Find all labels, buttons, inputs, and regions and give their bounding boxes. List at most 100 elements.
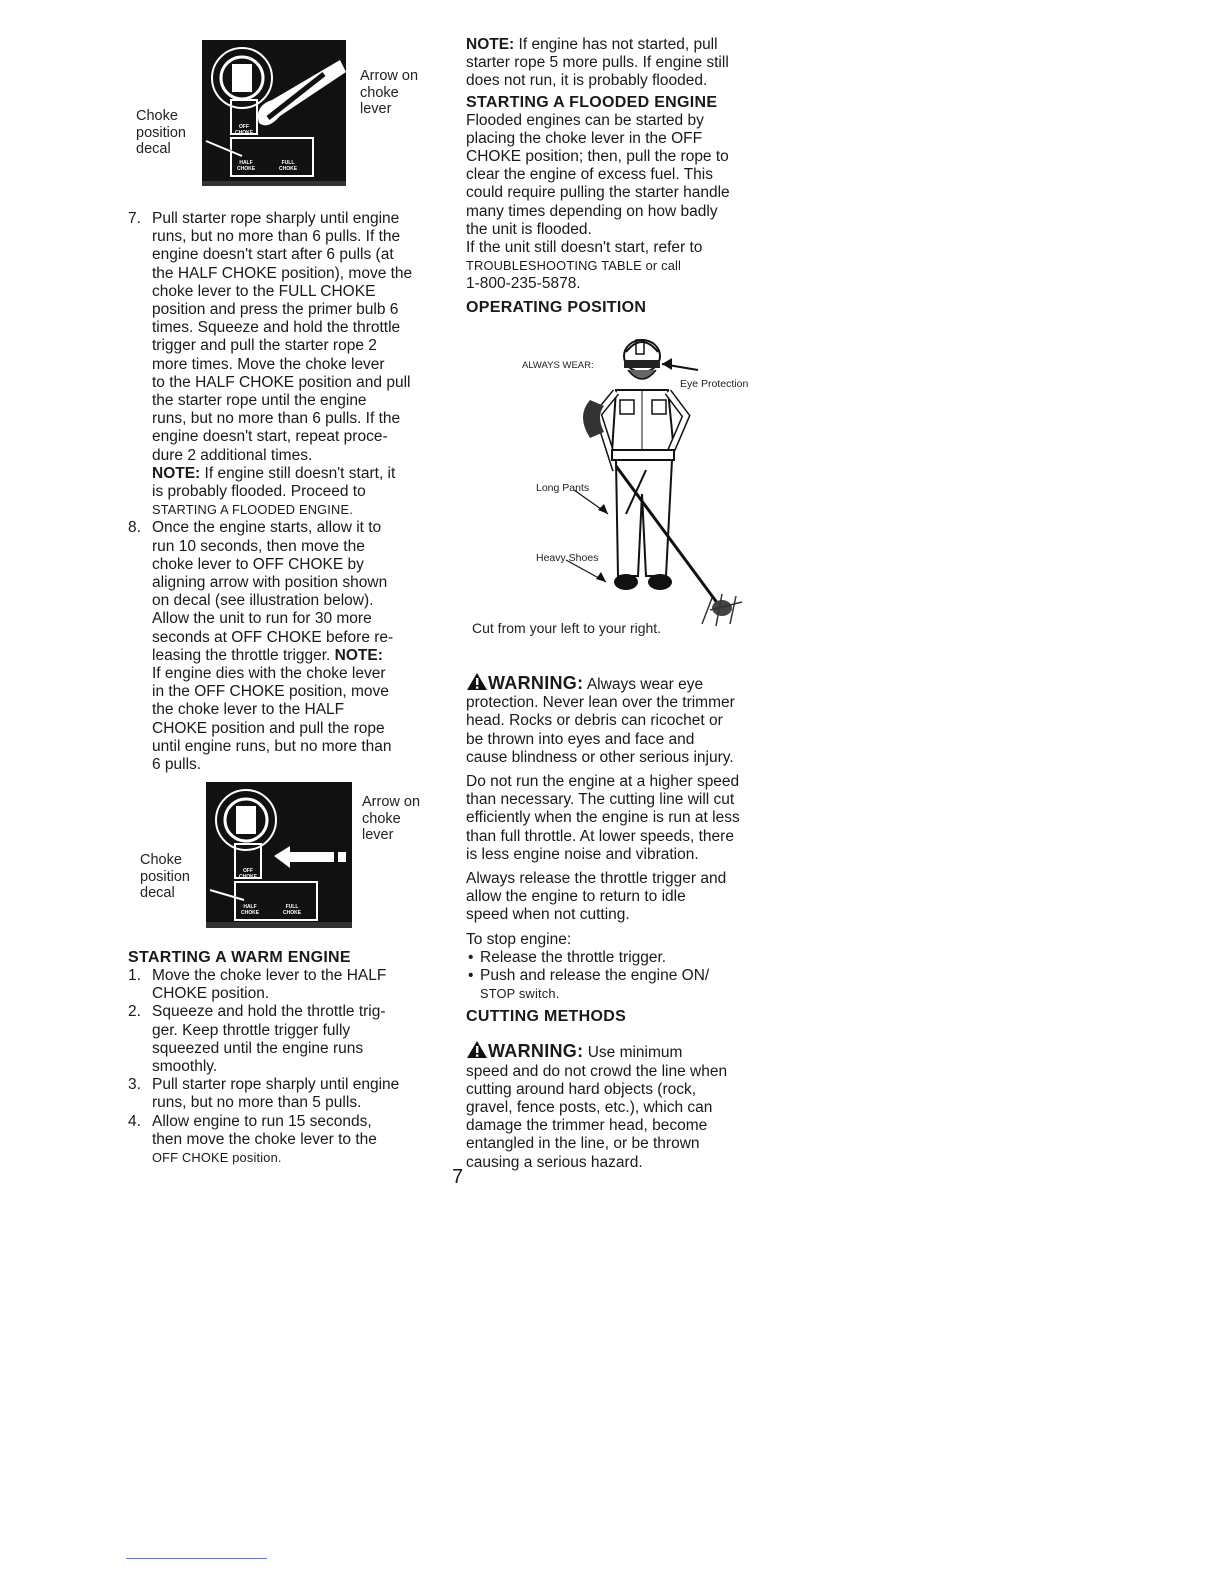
note-text: STARTING A FLOODED ENGINE.	[152, 502, 353, 518]
paragraph-line: clear the engine of excess fuel. This	[466, 166, 713, 184]
warning-label: WARNING:	[488, 1041, 584, 1062]
note-text: 6 pulls.	[152, 756, 202, 774]
warning-text: Always wear eye	[583, 676, 704, 693]
step-note: NOTE: If engine still doesn't start, it	[152, 465, 434, 483]
step-line: run 10 seconds, then move the	[152, 537, 365, 555]
step-line: position and press the primer bulb 6	[152, 301, 399, 319]
phone-number: 1-800-235-5878.	[466, 275, 581, 293]
warning-2: WARNING: Use minimum	[466, 1040, 778, 1062]
eye-protection-label: Eye Protection	[680, 378, 749, 390]
step-line: CHOKE position.	[152, 985, 270, 1003]
warning-text: entangled in the line, or be thrown	[466, 1135, 700, 1153]
step-line: leasing the throttle trigger. NOTE:	[152, 647, 434, 665]
step-line: choke lever to OFF CHOKE by	[152, 555, 364, 573]
warning-text: speed and do not crowd the line when	[466, 1062, 728, 1080]
step-line: choke lever to the FULL CHOKE	[152, 282, 376, 300]
flooded-engine-heading: STARTING A FLOODED ENGINE	[466, 93, 718, 111]
step-line: to the HALF CHOKE position and pull	[152, 373, 411, 391]
bullet-dot: •	[468, 967, 474, 985]
step-line: Allow the unit to run for 30 more	[152, 610, 372, 628]
warning-text: head. Rocks or debris can ricochet or	[466, 712, 723, 730]
paragraph-line: than full throttle. At lower speeds, the…	[466, 827, 734, 845]
stop-engine-label: To stop engine:	[466, 930, 572, 948]
warning-text: Use minimum	[583, 1044, 683, 1062]
step-line: on decal (see illustration below).	[152, 592, 374, 610]
decal-half-choke-text: HALF CHOKE	[236, 160, 256, 172]
note-text: in the OFF CHOKE position, move	[152, 683, 389, 701]
decal-off-choke-text: OFF CHOKE	[234, 124, 254, 136]
step-line: aligning arrow with position shown	[152, 574, 388, 592]
step-number: 2.	[128, 1003, 141, 1021]
paragraph-line: speed when not cutting.	[466, 906, 630, 924]
step-number: 8.	[128, 519, 141, 537]
step-line: runs, but no more than 6 pulls. If the	[152, 228, 401, 246]
choke-figure-top: Arrow on choke lever Choke position deca…	[134, 38, 434, 188]
decal-full-choke-text: FULL CHOKE	[278, 160, 298, 172]
choke-position-decal-label: Choke position decal	[140, 852, 190, 901]
note-flooded-check: NOTE: If engine has not started, pull	[466, 36, 778, 54]
step-line: trigger and pull the starter rope 2	[152, 337, 377, 355]
note-text: If engine dies with the choke lever	[152, 665, 386, 683]
bullet-text: Push and release the engine ON/	[480, 967, 710, 985]
warm-engine-section: STARTING A WARM ENGINE 1. Move the choke…	[128, 948, 434, 1167]
warm-step-1: 1. Move the choke lever to the HALF CHOK…	[128, 967, 434, 1003]
step-line: more times. Move the choke lever	[152, 355, 385, 373]
always-wear-label: ALWAYS WEAR:	[522, 360, 594, 371]
step-8: 8. Once the engine starts, allow it to r…	[128, 519, 434, 774]
paragraph-line: the unit is flooded.	[466, 220, 592, 238]
stop-bullet-1: • Release the throttle trigger.	[466, 949, 778, 967]
note-text: does not run, it is probably flooded.	[466, 72, 708, 90]
step-line: the HALF CHOKE position), move the	[152, 264, 413, 282]
note-label: NOTE:	[466, 36, 515, 53]
step-line-text: leasing the throttle trigger.	[152, 646, 331, 664]
arrow-on-choke-lever-label: Arrow on choke lever	[362, 794, 421, 843]
step-line: engine doesn't start, repeat proce-	[152, 428, 388, 446]
warning-text: be thrown into eyes and face and	[466, 730, 695, 748]
step-line: then move the choke lever to the	[152, 1130, 377, 1148]
step-line: OFF CHOKE position.	[152, 1150, 282, 1166]
warning-text: protection. Never lean over the trimmer	[466, 694, 735, 712]
step-line: runs, but no more than 6 pulls. If the	[152, 410, 401, 428]
paragraph-line: placing the choke lever in the OFF	[466, 129, 703, 147]
step-number: 3.	[128, 1076, 141, 1094]
operator-illustration	[565, 339, 743, 627]
decal-full-choke-text: FULL CHOKE	[282, 904, 302, 916]
choke-decal-illustration-top	[202, 40, 346, 186]
step-line: ger. Keep throttle trigger fully	[152, 1021, 351, 1039]
note-text: until engine runs, but no more than	[152, 737, 392, 755]
paragraph-line: If the unit still doesn't start, refer t…	[466, 239, 703, 257]
stop-bullet-2: • Push and release the engine ON/ STOP s…	[466, 967, 778, 1003]
step-line: Once the engine starts, allow it to	[152, 519, 382, 537]
cutting-methods-heading: CUTTING METHODS	[466, 1008, 627, 1026]
step-line: Pull starter rope sharply until engine	[152, 210, 400, 227]
page-number: 7	[452, 1166, 464, 1188]
choke-figure-bottom: Arrow on choke lever Choke position deca…	[134, 780, 434, 930]
note-text: If engine still doesn't start, it	[200, 464, 396, 482]
paragraph-line: is less engine noise and vibration.	[466, 845, 699, 863]
step-line: times. Squeeze and hold the throttle	[152, 319, 401, 337]
choke-position-decal-label: Choke position decal	[136, 108, 186, 157]
step-line: Squeeze and hold the throttle trig-	[152, 1003, 386, 1021]
paragraph-line: many times depending on how badly	[466, 202, 718, 220]
note-label: NOTE:	[334, 646, 383, 664]
step-line: Allow engine to run 15 seconds,	[152, 1112, 372, 1130]
warm-engine-heading: STARTING A WARM ENGINE	[128, 949, 351, 966]
warning-text: cutting around hard objects (rock,	[466, 1080, 697, 1098]
paragraph-line: efficiently when the engine is run at le…	[466, 809, 740, 827]
warning-1: WARNING: Always wear eye	[466, 672, 778, 694]
decal-half-choke-text: HALF CHOKE	[240, 904, 260, 916]
paragraph-line: than necessary. The cutting line will cu…	[466, 791, 735, 809]
step-line: seconds at OFF CHOKE before re-	[152, 628, 394, 646]
warm-step-3: 3. Pull starter rope sharply until engin…	[128, 1076, 434, 1112]
warning-triangle-icon	[467, 673, 487, 690]
paragraph-line: allow the engine to return to idle	[466, 888, 686, 906]
step-number: 1.	[128, 967, 141, 984]
paragraph-line: CHOKE position; then, pull the rope to	[466, 148, 729, 166]
long-pants-label: Long Pants	[536, 482, 590, 494]
step-line: Pull starter rope sharply until engine	[152, 1076, 400, 1094]
operating-position-heading: OPERATING POSITION	[466, 298, 647, 316]
footer-rule	[126, 1558, 267, 1559]
warning-triangle-icon	[467, 1041, 487, 1059]
step-line: dure 2 additional times.	[152, 446, 313, 464]
bullet-text: STOP switch.	[480, 986, 560, 1002]
